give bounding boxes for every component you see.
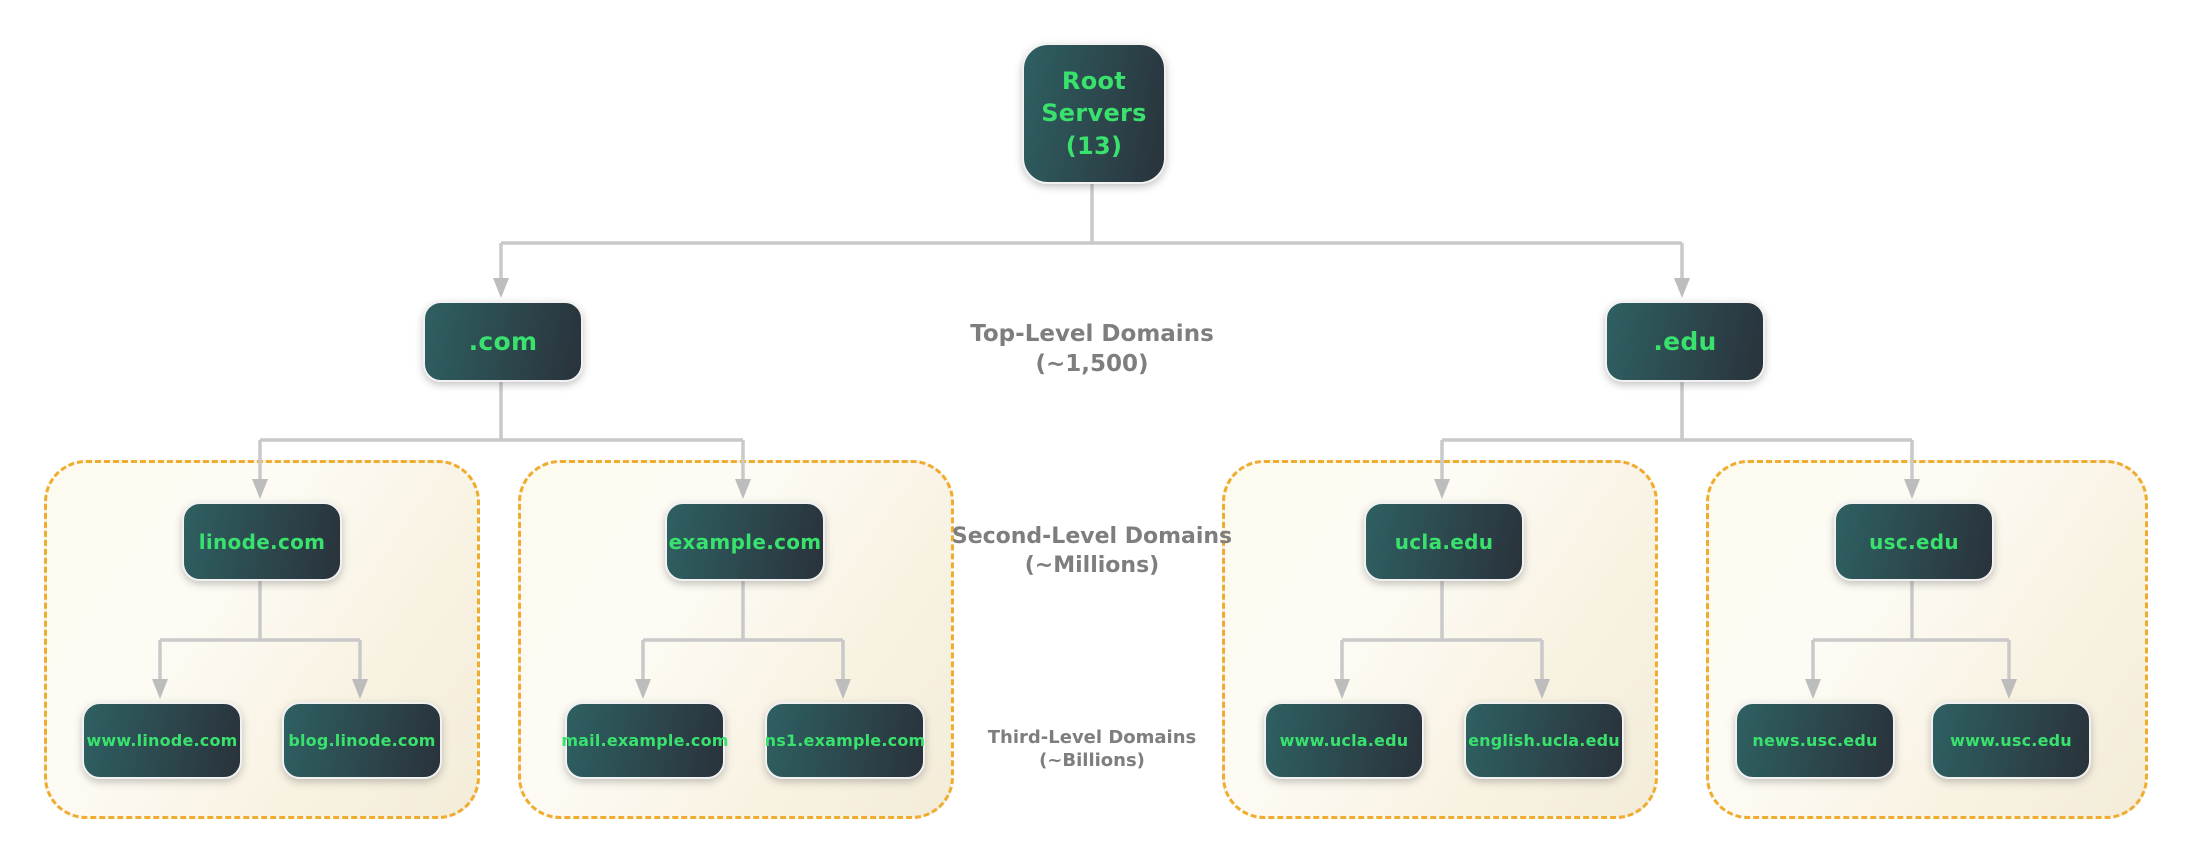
node-root-servers: Root Servers (13) [1022,43,1166,184]
node-usc-edu: usc.edu [1834,502,1994,581]
level-label-top-level: Top-Level Domains (~1,500) [970,320,1214,380]
level-count: (~Billions) [1039,750,1145,772]
node-www-linode-com: www.linode.com [82,702,242,779]
level-label-third-level: Third-Level Domains (~Billions) [988,726,1196,773]
node-com: .com [423,301,583,382]
level-count: (~1,500) [1035,350,1149,377]
node-mail-example-com: mail.example.com [561,702,728,779]
node-edu: .edu [1605,301,1765,382]
level-name: Second-Level Domains [951,524,1233,549]
node-linode-com: linode.com [182,502,342,581]
node-blog-linode-com: blog.linode.com [282,702,442,779]
level-label-second-level: Second-Level Domains (~Millions) [952,523,1232,580]
node-ucla-edu: ucla.edu [1364,502,1524,581]
level-count: (~Millions) [1024,552,1160,578]
level-name: Top-Level Domains [970,321,1214,347]
node-www-ucla-edu: www.ucla.edu [1264,702,1424,779]
node-example-com: example.com [665,502,825,581]
node-ns1-example-com: ns1.example.com [765,702,925,779]
node-news-usc-edu: news.usc.edu [1735,702,1895,779]
node-english-ucla-edu: english.ucla.edu [1464,702,1624,779]
level-name: Third-Level Domains [987,727,1197,748]
node-www-usc-edu: www.usc.edu [1931,702,2091,779]
